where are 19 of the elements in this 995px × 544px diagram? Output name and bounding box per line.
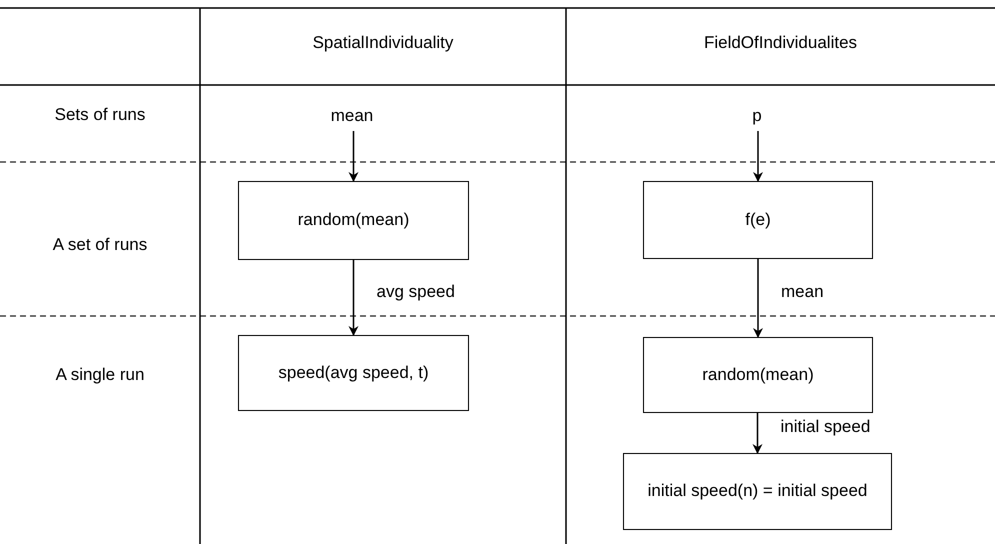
arrow [348,131,358,182]
process-box: f(e) [643,181,873,259]
process-box: random(mean) [238,181,469,260]
arrow [753,131,763,182]
column-header: SpatialIndividuality [312,32,454,54]
row-header: Sets of runs [54,104,146,126]
process-box: random(mean) [643,337,873,413]
edge-label: initial speed [778,417,872,437]
arrow [752,413,762,454]
process-box: initial speed(n) = initial speed [623,453,892,530]
input-text: mean [302,102,402,131]
input-text: p [717,102,797,131]
process-box: speed(avg speed, t) [238,335,469,411]
column-header: FieldOfIndividualites [704,32,858,54]
arrow [753,259,763,338]
row-header: A single run [56,364,144,386]
arrow [348,260,358,336]
edge-label: avg speed [374,282,457,302]
row-header: A set of runs [52,234,148,256]
